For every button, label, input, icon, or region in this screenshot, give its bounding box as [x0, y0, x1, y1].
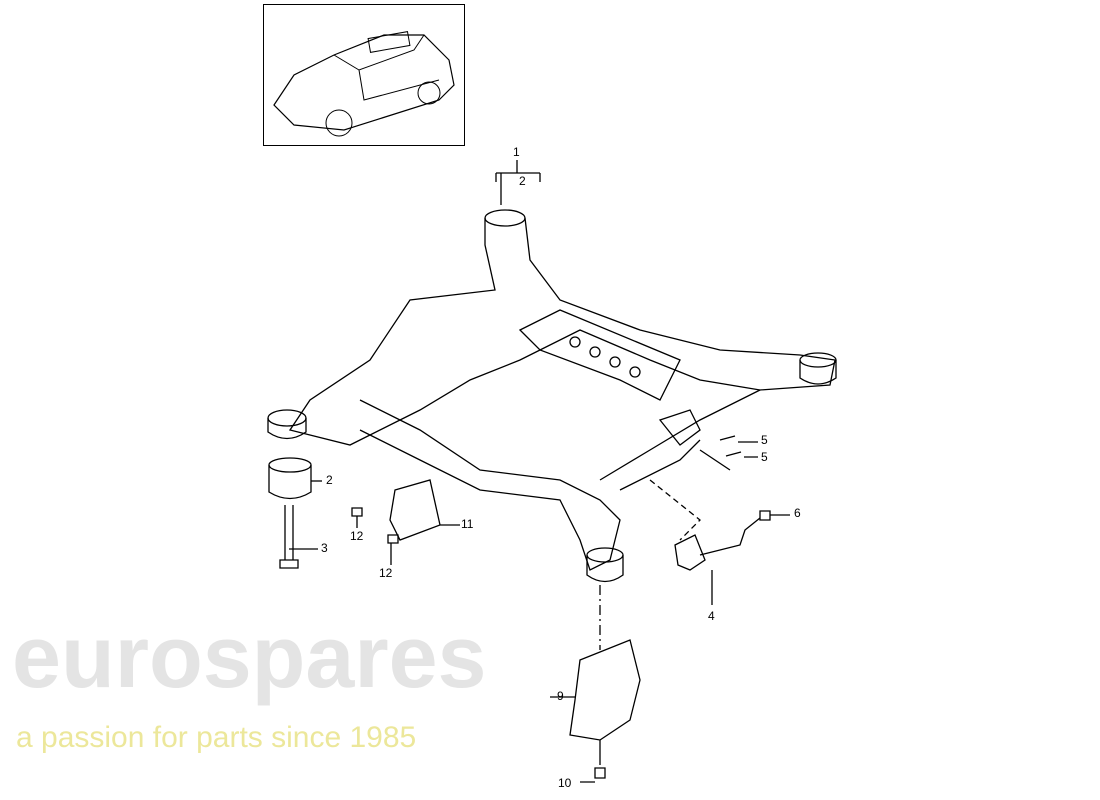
callout-2: 2 — [519, 174, 526, 188]
callout-10: 10 — [558, 776, 572, 790]
vehicle-thumbnail — [263, 4, 465, 146]
heat-shield — [389, 479, 460, 541]
bolt — [699, 435, 758, 471]
callout-1: 1 — [513, 145, 520, 159]
callout-4: 4 — [708, 609, 715, 623]
callout-9: 9 — [557, 689, 564, 703]
rear-axle-subframe — [267, 209, 837, 583]
nut — [351, 507, 399, 565]
callout-2: 2 — [326, 473, 333, 487]
callout-5: 5 — [761, 450, 768, 464]
bolt — [279, 505, 318, 569]
callout-12: 12 — [350, 529, 364, 543]
level-sensor — [649, 479, 761, 605]
nut — [759, 510, 790, 521]
car-icon — [273, 31, 455, 137]
callout-5: 5 — [761, 433, 768, 447]
callout-12: 12 — [379, 566, 393, 580]
lower-cover — [550, 639, 641, 741]
nut — [580, 740, 606, 783]
callout-6: 6 — [794, 506, 801, 520]
callout-3: 3 — [321, 541, 328, 555]
callout-11: 11 — [461, 517, 474, 531]
subframe-bushing — [268, 457, 322, 500]
